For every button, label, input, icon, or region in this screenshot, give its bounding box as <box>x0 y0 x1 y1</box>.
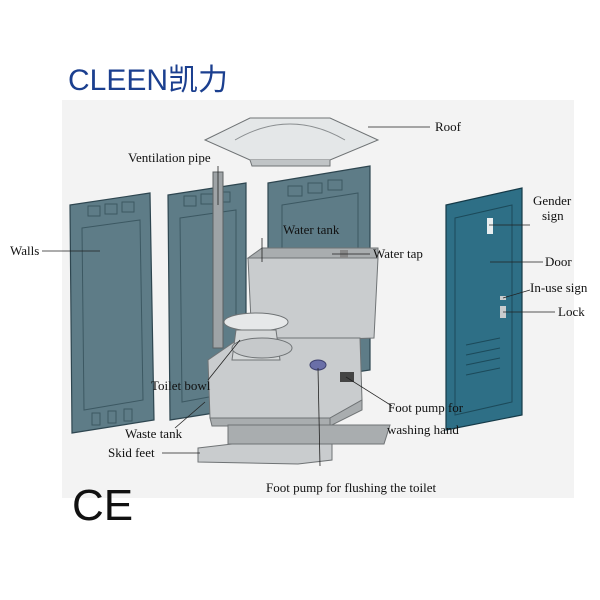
label-door: Door <box>545 254 572 269</box>
roof-part <box>203 117 380 167</box>
label-gender-sign-line1: Gender <box>533 193 572 208</box>
toilet-bowl-part <box>223 312 293 361</box>
label-ventilation-pipe: Ventilation pipe <box>128 150 211 165</box>
label-skid-feet: Skid feet <box>108 445 155 460</box>
skid-feet-part <box>197 424 391 465</box>
label-water-tank: Water tank <box>283 222 340 237</box>
label-lock: Lock <box>558 304 585 319</box>
label-water-tap: Water tap <box>373 246 423 261</box>
label-roof: Roof <box>435 119 462 134</box>
label-foot-pump-washing-line1: Foot pump for <box>388 400 464 415</box>
label-foot-pump-washing-line2: washing hand <box>387 422 459 437</box>
ce-mark: CE <box>72 481 133 530</box>
label-in-use-sign: In-use sign <box>530 280 588 295</box>
label-walls: Walls <box>10 243 39 258</box>
foot-pump-wash-part <box>340 372 354 382</box>
door-part <box>445 187 523 431</box>
leader-lines <box>42 126 555 467</box>
brand-logo: CLEEN凯力 <box>68 64 228 97</box>
label-waste-tank: Waste tank <box>125 426 183 441</box>
label-foot-pump-flushing: Foot pump for flushing the toilet <box>266 480 436 495</box>
left-wall-panel <box>69 192 155 434</box>
label-gender-sign-line2: sign <box>542 208 564 223</box>
gender-sign-part <box>487 218 493 234</box>
label-toilet-bowl: Toilet bowl <box>151 378 211 393</box>
